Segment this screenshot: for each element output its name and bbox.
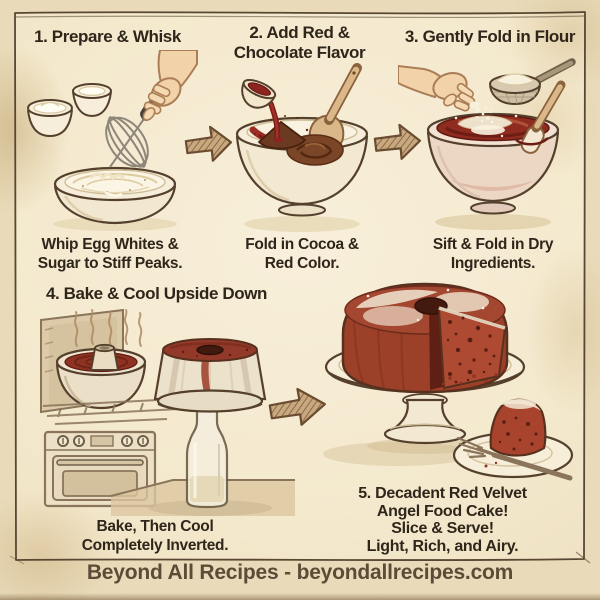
sift-flour-scene — [398, 58, 576, 230]
flour-patch — [454, 110, 518, 138]
cake-crumb-pores — [446, 316, 496, 384]
step2-caption: Fold in Cocoa &Red Color. — [245, 236, 359, 272]
footer-branding: Beyond All Recipes - beyondallrecipes.co… — [86, 561, 514, 584]
cocoa-pile — [254, 115, 309, 150]
silicone-spatula — [515, 80, 566, 154]
step1-title: 1. Prepare & Whisk — [34, 27, 181, 46]
paper-bottom-shadow — [0, 593, 600, 600]
oven-front — [43, 430, 157, 508]
oven-rack — [42, 398, 180, 425]
sugar-bowl — [27, 99, 73, 138]
sieve-icon — [489, 58, 576, 106]
crumbs — [441, 367, 507, 386]
step1-caption: Whip Egg Whites &Sugar to Stiff Peaks. — [37, 236, 183, 272]
heat-squiggles — [74, 309, 143, 347]
red-color-cup — [241, 78, 283, 143]
sugar-bowl — [72, 83, 112, 118]
inverted-tube-pan — [153, 338, 267, 413]
finished-cake-scene — [323, 282, 574, 481]
step3-title: 3. Gently Fold in Flour — [404, 27, 576, 46]
arrow-right-icon — [373, 123, 422, 160]
whisk-scene — [27, 50, 198, 231]
arrow-right-icon — [184, 125, 233, 162]
glass-bottle — [185, 406, 229, 509]
arrow-right-icon — [268, 387, 326, 426]
hand — [142, 50, 198, 121]
fork-icon — [456, 436, 573, 481]
hand — [398, 64, 494, 124]
step4-title: 4. Bake & Cool Upside Down — [45, 284, 268, 303]
mix-red-scene — [235, 63, 369, 232]
bake-cool-scene — [40, 308, 295, 516]
mixing-bowl — [53, 166, 177, 225]
step2-title: 2. Add Red & Chocolate Flavor — [233, 23, 366, 62]
angel-food-cake — [341, 282, 509, 394]
tube-pan-baking — [55, 343, 147, 410]
cake-slice — [484, 398, 547, 468]
